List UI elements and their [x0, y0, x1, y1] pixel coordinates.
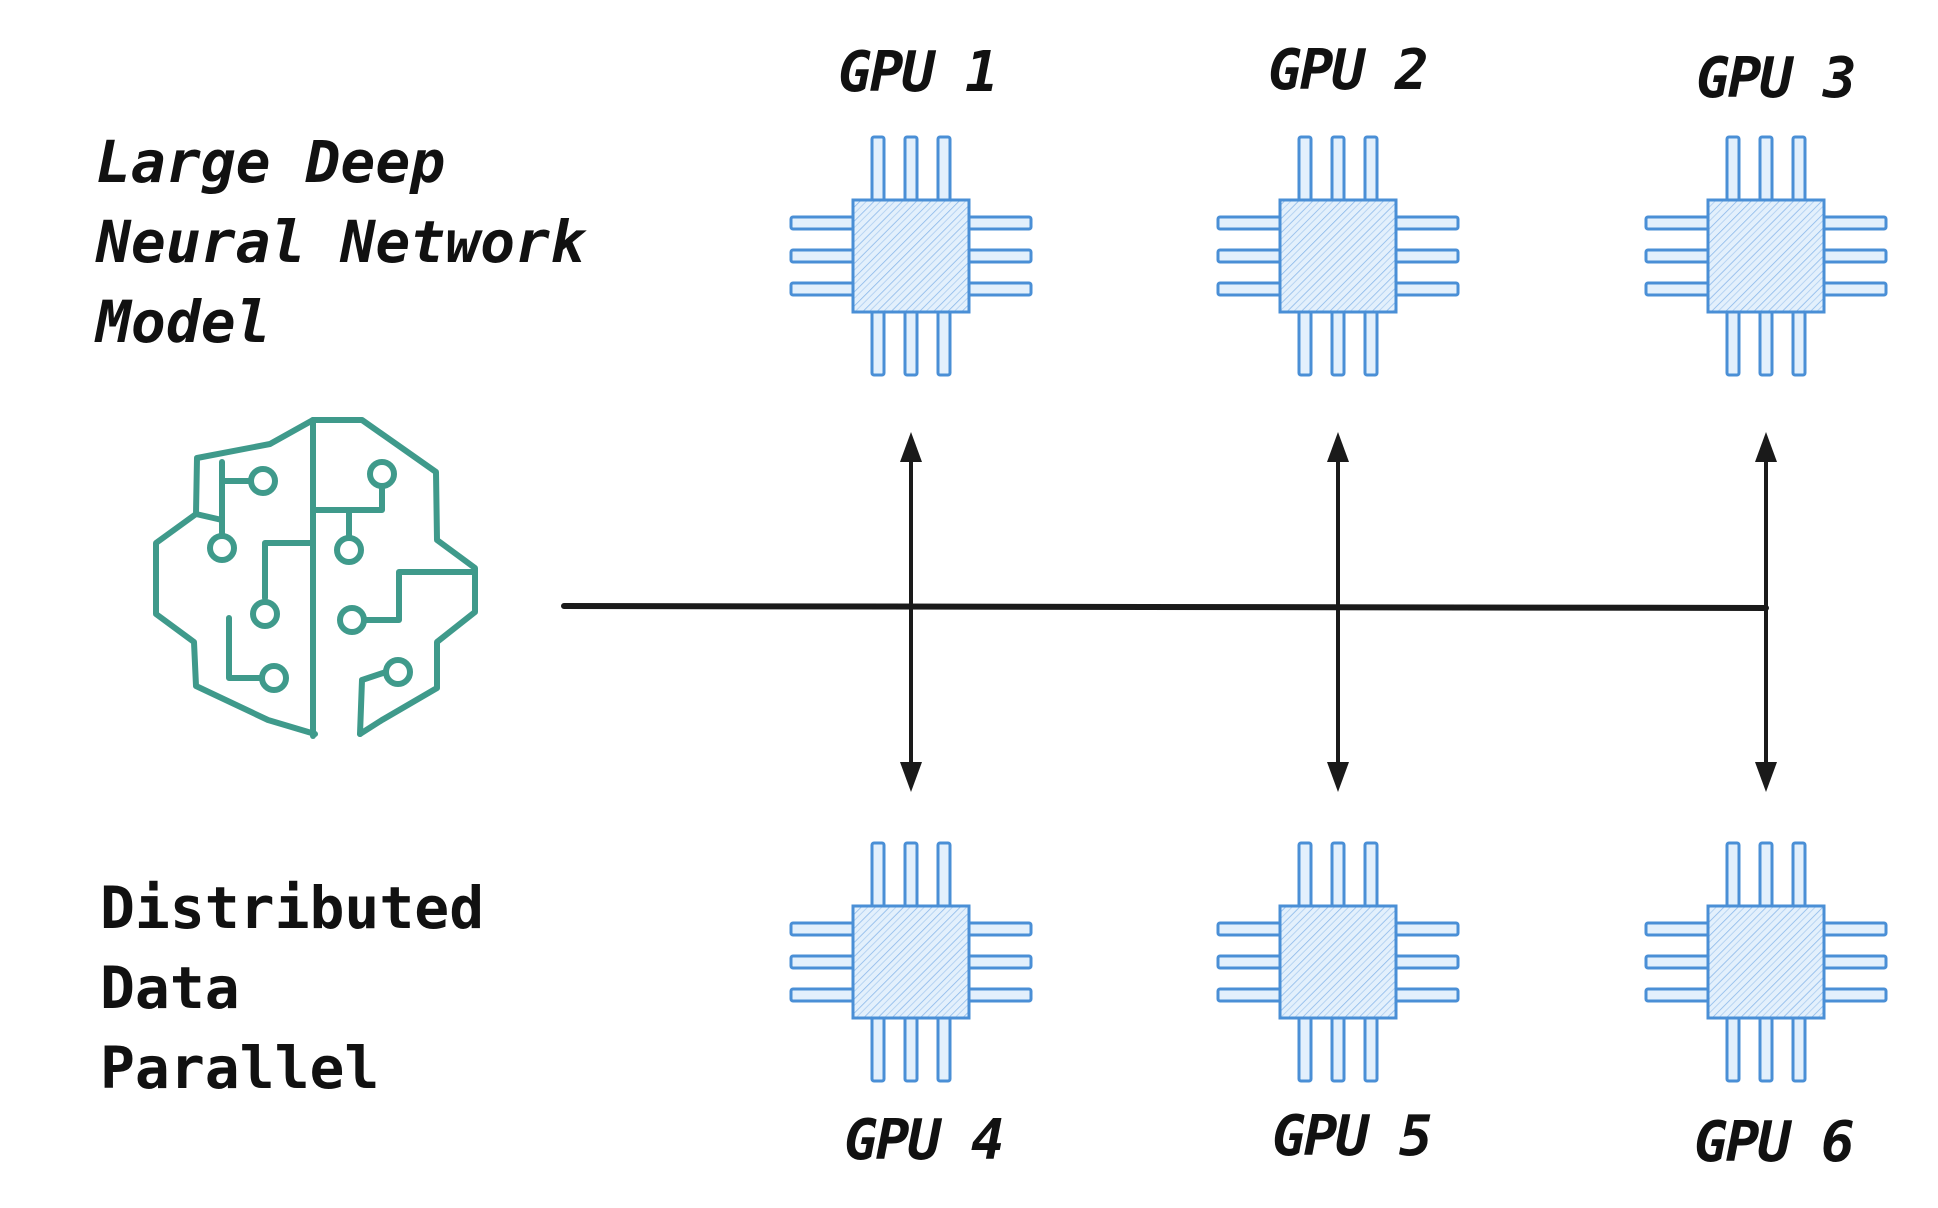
arrow-gpu1-gpu4 — [900, 432, 922, 792]
gpu-label-2: GPU 2 — [1268, 38, 1429, 103]
mode-title-line: Parallel — [100, 1034, 380, 1102]
arrow-gpu2-gpu5 — [1327, 432, 1349, 792]
connector-lines — [561, 432, 1777, 792]
parallelism-mode-title: Distributed Data Parallel — [100, 868, 484, 1108]
brain-circuit-icon — [153, 417, 478, 739]
gpu-chips — [789, 135, 1888, 1083]
gpu-chip-icon — [1644, 135, 1888, 377]
model-title-line: Model — [96, 288, 271, 356]
model-title: Large Deep Neural Network Model — [96, 122, 585, 362]
gpu-chip-icon — [789, 135, 1033, 377]
model-title-line: Large Deep — [96, 128, 446, 196]
model-bus-line — [561, 603, 1769, 611]
gpu-label-3: GPU 3 — [1696, 46, 1857, 111]
gpu-label-1: GPU 1 — [838, 40, 999, 105]
gpu-chip-icon — [789, 841, 1033, 1083]
mode-title-line: Distributed — [100, 874, 485, 942]
gpu-chip-icon — [1216, 135, 1460, 377]
arrow-gpu3-gpu6 — [1755, 432, 1777, 792]
gpu-chip-icon — [1644, 841, 1888, 1083]
mode-title-line: Data — [100, 954, 240, 1022]
gpu-label-5: GPU 5 — [1272, 1104, 1433, 1169]
gpu-label-6: GPU 6 — [1694, 1110, 1855, 1175]
gpu-label-4: GPU 4 — [844, 1108, 1005, 1173]
gpu-chip-icon — [1216, 841, 1460, 1083]
model-title-line: Neural Network — [96, 208, 585, 276]
